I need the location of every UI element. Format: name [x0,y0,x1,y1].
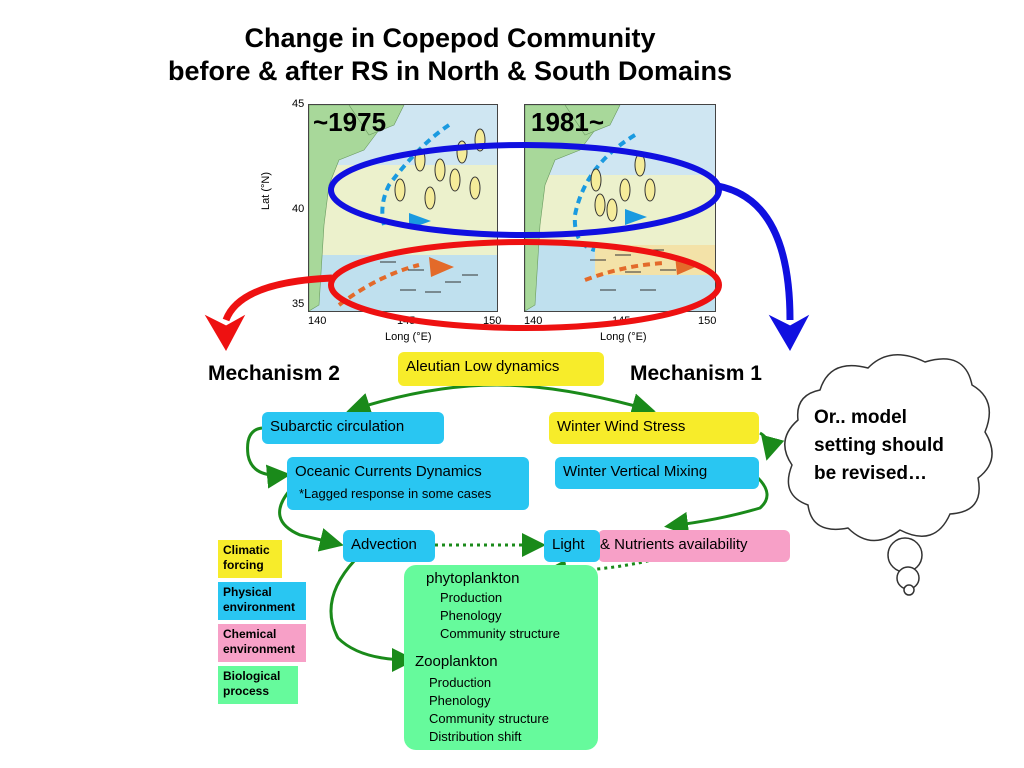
long-tick-140-left: 140 [308,315,327,327]
phyto-item: Production [440,590,503,605]
biological-process-box: phytoplankton Production Phenology Commu… [404,565,598,750]
title-line-2: before & after RS in North & South Domai… [167,56,733,86]
copepods-south-before [380,261,478,293]
zooplankton-list: Production Phenology Community structure… [429,674,549,746]
nutrients-box: & Nutrients availability [598,530,790,562]
mechanism-1-label: Mechanism 1 [630,362,762,385]
lat-tick-45: 45 [292,98,305,110]
copepods-south-after [590,249,676,291]
oceanic-currents-note: *Lagged response in some cases [299,486,492,501]
green-arrows [246,383,785,672]
mechanism-2-label: Mechanism 2 [208,362,340,385]
phyto-item: Community structure [440,626,560,641]
blue-arrow [717,182,794,321]
south-domain-ring [328,239,722,331]
lat-tick-35: 35 [292,298,305,310]
title-line-1: Change in Copepod Community [244,23,656,53]
cloud-text: Or.. model setting should be revised… [814,407,944,484]
map-after-graphic [525,105,715,311]
long-tick-140-right: 140 [524,315,543,327]
red-arrow [222,274,333,322]
winter-vertical-mixing-box: Winter Vertical Mixing [555,457,759,489]
legend-climatic: Climatic forcing [218,540,282,578]
long-tick-150-right: 150 [698,315,717,327]
phytoplankton-list: Production Phenology Community structure [440,589,560,643]
long-axis-label-left: Long (°E) [385,331,432,343]
lat-tick-40: 40 [292,203,305,215]
copepods-north-after [590,153,656,222]
zooplankton-title: Zooplankton [415,653,498,670]
phyto-item: Phenology [440,608,502,623]
label-before: ~1975 [313,107,387,137]
thought-cloud [784,354,993,596]
subarctic-circulation-box: Subarctic circulation [262,412,444,444]
oceanic-currents-title: Oceanic Currents Dynamics [295,463,482,480]
oceanic-currents-box: Oceanic Currents Dynamics *Lagged respon… [287,457,529,510]
advection-box: Advection [343,530,435,562]
long-tick-150-left: 150 [483,315,502,327]
legend-physical: Physical environment [218,582,306,620]
aleutian-low-box: Aleutian Low dynamics [398,352,604,386]
long-axis-label-right: Long (°E) [600,331,647,343]
zoo-item: Community structure [429,711,549,726]
zoo-item: Phenology [429,693,491,708]
legend-biological: Biological process [218,666,298,704]
light-box: Light [544,530,600,562]
zoo-item: Production [429,675,492,690]
north-domain-ring [328,142,722,238]
legend-chemical: Chemical environment [218,624,306,662]
winter-wind-stress-box: Winter Wind Stress [549,412,759,444]
label-after: 1981~ [531,107,605,137]
zoo-item: Distribution shift [429,729,522,744]
map-before: ~1975 [308,104,498,312]
phytoplankton-title: phytoplankton [426,570,520,587]
map-after: 1981~ [524,104,716,312]
copepods-north-before [394,128,486,210]
